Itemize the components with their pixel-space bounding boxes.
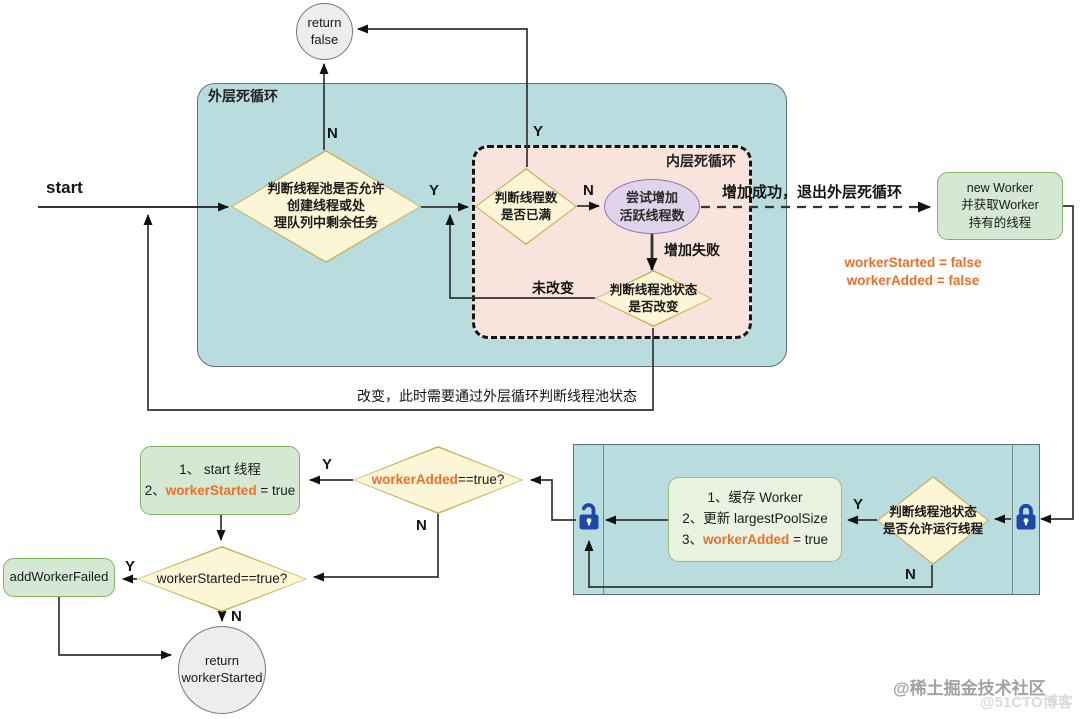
label-unchanged: 未改变 bbox=[532, 280, 574, 296]
process-try-increase-active-count: 尝试增加 活跃线程数 bbox=[604, 179, 700, 234]
decision-worker-added: workerAdded==true? bbox=[353, 446, 523, 514]
edge-lock-to-workeradded bbox=[530, 475, 576, 521]
label-no-outer: N bbox=[327, 125, 338, 142]
label-yes-workeradded: Y bbox=[322, 456, 333, 473]
decision-pool-allow-run: 判断线程池状态 是否允许运行线程 bbox=[877, 476, 989, 565]
decision-worker-started: workerStarted==true? bbox=[137, 546, 307, 612]
lane-divider-right bbox=[1012, 445, 1014, 594]
process-start-thread: 1、 start 线程 2、workerStarted = true bbox=[140, 446, 300, 515]
label-increase-success: 增加成功，退出外层死循环 bbox=[722, 184, 903, 201]
watermark-juejin: @稀土掘金技术社区 bbox=[893, 679, 1046, 698]
label-changed: 改变，此时需要通过外层循环判断线程池状态 bbox=[357, 388, 637, 404]
label-no-count: N bbox=[583, 182, 594, 199]
label-yes-allowrun: Y bbox=[853, 496, 864, 513]
decision-pool-state-changed: 判断线程池状态 是否改变 bbox=[595, 270, 712, 327]
decision-thread-count-full: 判断线程数 是否已满 bbox=[475, 168, 577, 245]
label-yes-count: Y bbox=[533, 123, 544, 140]
outer-loop-label: 外层死循环 bbox=[208, 88, 278, 104]
lane-divider-left bbox=[603, 445, 605, 594]
label-no-workerstarted: N bbox=[231, 608, 242, 625]
watermark-51cto: @51CTO博客 bbox=[980, 694, 1073, 711]
lock-closed-icon bbox=[1016, 503, 1036, 530]
terminal-return-false: return false bbox=[296, 3, 353, 60]
label-yes-workerstarted: Y bbox=[125, 558, 136, 575]
lock-open-icon bbox=[579, 503, 599, 530]
terminal-return-worker-started: return workerStarted bbox=[178, 626, 266, 714]
process-add-worker-failed: addWorkerFailed bbox=[3, 558, 115, 597]
label-yes-outer: Y bbox=[429, 182, 440, 199]
process-new-worker: new Worker 并获取Worker 持有的线程 bbox=[937, 172, 1063, 240]
label-increase-fail: 增加失败 bbox=[664, 242, 720, 258]
edge-newworker-to-lock bbox=[1040, 205, 1074, 524]
flags-init-text: workerStarted = false workerAdded = fals… bbox=[844, 255, 982, 289]
decision-pool-allow-create: 判断线程池是否允许 创建线程或处 理队列中剩余任务 bbox=[231, 150, 421, 263]
start-label: start bbox=[46, 178, 83, 197]
inner-loop-label: 内层死循环 bbox=[666, 153, 736, 169]
process-cache-worker: 1、缓存 Worker 2、更新 largestPoolSize 3、worke… bbox=[668, 477, 842, 562]
label-no-allowrun: N bbox=[905, 566, 916, 583]
label-no-workeradded: N bbox=[416, 517, 427, 534]
